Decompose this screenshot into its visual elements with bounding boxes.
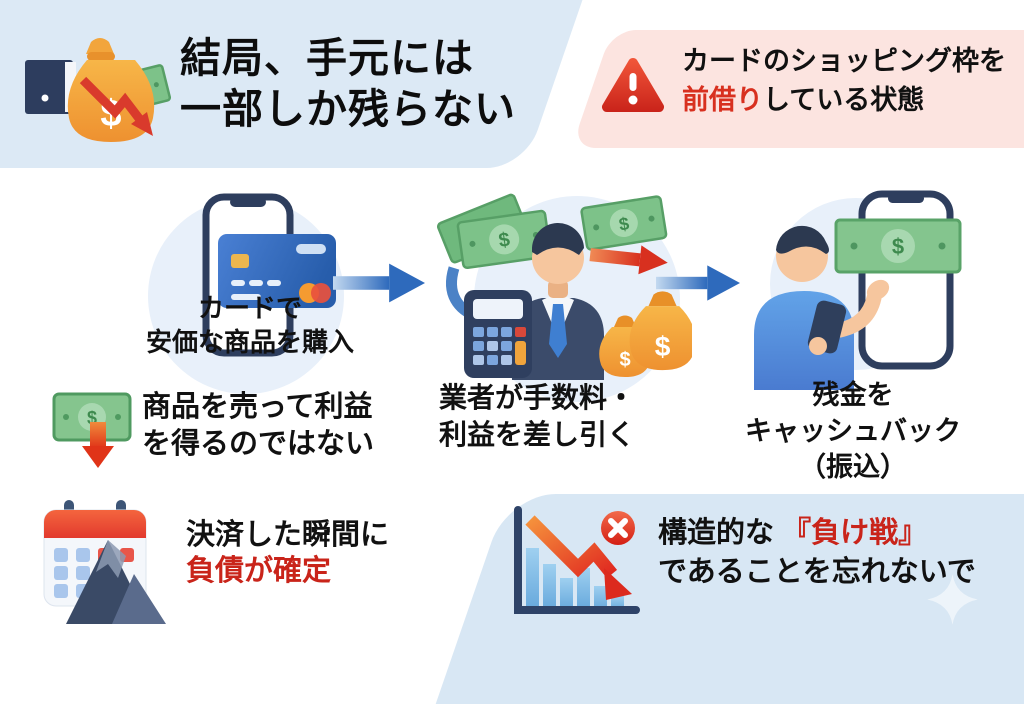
declining-chart-icon [514,506,640,614]
footer-line1: 構造的な 『負け戦』 [658,514,976,553]
svg-text:$: $ [655,331,671,362]
no-profit-note: 商品を売って利益 を得るのではない [142,389,374,463]
svg-text:$: $ [497,229,511,252]
debt-line2: 負債が確定 [186,555,332,587]
footer-line2: であることを忘れないで [658,556,976,588]
step1-line2: 安価な商品を購入 [145,327,354,357]
footer-line1-red: 『負け戦』 [782,517,928,549]
svg-text:$: $ [619,349,630,371]
debt-line1: 決済した瞬間に [186,519,390,551]
step3-label: 残金を キャッシュバック （振込） [698,377,1008,485]
no-profit-line2: を得るのではない [142,428,375,460]
phone-credit-card-icon [202,193,336,357]
flow-arrow-icon [656,265,740,301]
cashback-phone-icon: $ [754,190,962,390]
step3-line2: キャッシュバック [745,416,961,446]
step1-line1: カードで [197,293,302,323]
warning-line2-rest: している状態 [763,85,925,115]
no-profit-line1: 商品を売って利益 [142,391,373,423]
step2-line1: 業者が手数料・ [438,382,635,413]
warning-line2-red: 前借り [682,85,763,115]
warning-triangle-icon [602,58,664,112]
footer-text: 構造的な 『負け戦』 であることを忘れないで [658,514,976,592]
step1-label: カードで 安価な商品を購入 [95,291,405,359]
sparkle-icon [927,574,978,625]
flow-arrow-icon [333,263,425,303]
warning-text: カードのショッピング枠を 前借りしている状態 [682,42,1006,120]
step3-line1: 残金を [812,380,894,410]
money-bag-hand-icon: $ $ [25,38,172,142]
step2-line2: 利益を差し引く [438,419,635,450]
calendar-debt-icon [43,500,166,624]
title-line2: 一部しか残らない [180,86,516,132]
footer-line1-black: 構造的な [658,517,783,549]
svg-text:$: $ [87,408,97,428]
page-title: 結局、手元には 一部しか残らない [180,33,516,135]
svg-text:$: $ [892,234,904,259]
svg-text:$: $ [617,213,630,234]
step2-label: 業者が手数料・ 利益を差し引く [382,379,692,453]
debt-note: 決済した瞬間に 負債が確定 [186,517,389,589]
broker-fees-icon: $ $ [436,193,692,380]
warning-line1: カードのショッピング枠を [682,46,1006,76]
warning-line2: 前借りしている状態 [682,81,1006,120]
cash-decrease-icon: $ [52,392,132,468]
title-line1: 結局、手元には [180,35,474,81]
step3-line3: （振込） [799,452,907,482]
